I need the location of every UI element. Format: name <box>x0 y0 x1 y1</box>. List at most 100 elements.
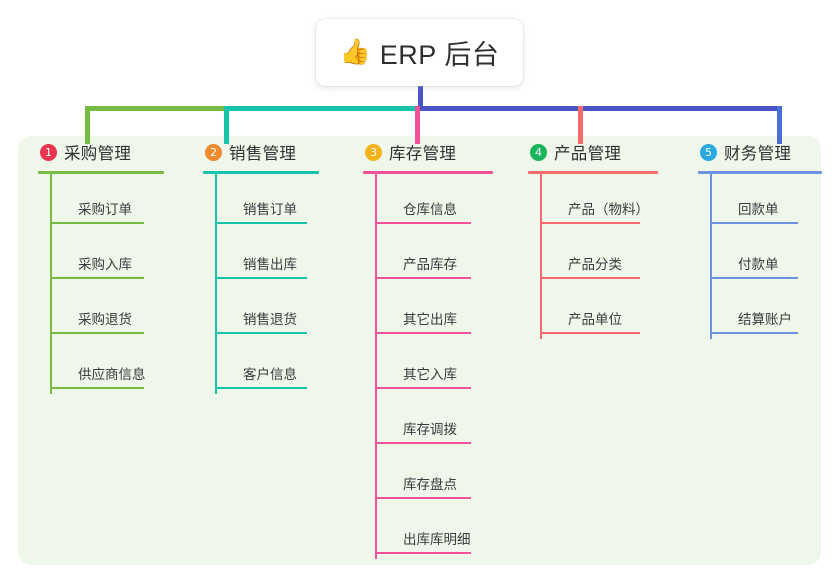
branch-title-label: 产品管理 <box>554 145 622 163</box>
branch-header-rule <box>38 171 164 174</box>
branch-item-label: 供应商信息 <box>78 367 146 382</box>
thumbs-up-icon: 👍 <box>339 38 371 66</box>
branch-header[interactable]: 3 库存管理 <box>363 136 528 168</box>
branch-item-rule <box>52 332 144 334</box>
branch-header-rule <box>528 171 658 174</box>
branch-item-label: 销售退货 <box>243 312 297 327</box>
branch-item[interactable]: 仓库信息 <box>375 174 528 229</box>
branch-item-rule <box>542 277 640 279</box>
branch-header-rule <box>203 171 319 174</box>
branch-item[interactable]: 产品库存 <box>375 229 528 284</box>
connector-drop-1 <box>85 106 90 144</box>
branch-item-rule <box>217 332 307 334</box>
connector-drop-2 <box>224 106 229 144</box>
branch-item-rule <box>542 222 640 224</box>
branch-header[interactable]: 2 销售管理 <box>203 136 358 168</box>
branch-item[interactable]: 产品分类 <box>540 229 693 284</box>
branch-spine <box>50 174 52 394</box>
connector-bus-right <box>418 106 782 111</box>
branch-item-label: 库存调拨 <box>403 422 457 437</box>
branch-item-rule <box>217 387 307 389</box>
branch-item[interactable]: 其它入库 <box>375 339 528 394</box>
branch-item[interactable]: 回款单 <box>710 174 838 229</box>
branch-item[interactable]: 采购入库 <box>50 229 198 284</box>
branch-item[interactable]: 采购退货 <box>50 284 198 339</box>
branches-panel <box>18 136 821 565</box>
branch-item-label: 出库库明细 <box>403 532 471 547</box>
branch-item[interactable]: 销售退货 <box>215 284 358 339</box>
branch-item-list: 采购订单采购入库采购退货供应商信息 <box>38 174 198 394</box>
branch-item[interactable]: 其它出库 <box>375 284 528 339</box>
branch-item-rule <box>377 387 471 389</box>
root-title-card[interactable]: 👍 ERP 后台 <box>316 19 523 86</box>
branch-title-label: 采购管理 <box>64 145 132 163</box>
branch-column-财务管理: 5 财务管理回款单付款单结算账户 <box>698 136 838 339</box>
branch-item-rule <box>377 332 471 334</box>
branch-index-badge: 2 <box>205 143 222 161</box>
branch-header-rule <box>363 171 493 174</box>
branch-columns: 1 采购管理采购订单采购入库采购退货供应商信息 2 销售管理销售订单销售出库销售退货客… <box>18 136 822 565</box>
branch-item-label: 客户信息 <box>243 367 297 382</box>
branch-column-采购管理: 1 采购管理采购订单采购入库采购退货供应商信息 <box>38 136 198 394</box>
branch-item[interactable]: 采购订单 <box>50 174 198 229</box>
connector-stem <box>418 84 423 110</box>
root-title-label: ERP 后台 <box>379 40 500 70</box>
branch-header[interactable]: 5 财务管理 <box>698 136 838 168</box>
branch-item-label: 采购入库 <box>78 257 132 272</box>
branch-spine <box>540 174 542 339</box>
branch-item-label: 付款单 <box>738 257 779 272</box>
branch-item-rule <box>52 222 144 224</box>
branch-item[interactable]: 结算账户 <box>710 284 838 339</box>
branch-title-label: 库存管理 <box>389 145 457 163</box>
branch-item[interactable]: 出库库明细 <box>375 504 528 559</box>
branch-index-badge: 1 <box>40 143 57 161</box>
branch-item[interactable]: 产品单位 <box>540 284 693 339</box>
branch-item-label: 其它出库 <box>403 312 457 327</box>
branch-item-label: 销售出库 <box>243 257 297 272</box>
branch-item-rule <box>377 222 471 224</box>
branch-item-list: 产品（物料） 产品分类产品单位 <box>528 174 693 339</box>
branch-item-label: 其它入库 <box>403 367 457 382</box>
branch-column-产品管理: 4 产品管理产品（物料） 产品分类产品单位 <box>528 136 693 339</box>
branch-column-销售管理: 2 销售管理销售订单销售出库销售退货客户信息 <box>203 136 358 394</box>
branch-item-rule <box>377 552 471 554</box>
branch-index-badge: 4 <box>530 143 547 161</box>
branch-column-库存管理: 3 库存管理仓库信息产品库存其它出库其它入库库存调拨库存盘点出库库明细 <box>363 136 528 559</box>
branch-title-label: 销售管理 <box>229 145 297 163</box>
branch-spine <box>215 174 217 394</box>
branch-item-label: 结算账户 <box>738 312 792 327</box>
branch-header[interactable]: 4 产品管理 <box>528 136 693 168</box>
branch-item[interactable]: 销售出库 <box>215 229 358 284</box>
branch-spine <box>710 174 712 339</box>
connector-bus-left <box>85 106 228 111</box>
branch-item[interactable]: 客户信息 <box>215 339 358 394</box>
branch-header-rule <box>698 171 822 174</box>
branch-title-label: 财务管理 <box>724 145 792 163</box>
branch-item[interactable]: 付款单 <box>710 229 838 284</box>
connector-bus-middle <box>226 106 420 111</box>
branch-item-rule <box>542 332 640 334</box>
branch-item-rule <box>217 277 307 279</box>
branch-item-list: 销售订单销售出库销售退货客户信息 <box>203 174 358 394</box>
branch-item-label: 产品分类 <box>568 257 622 272</box>
branch-item[interactable]: 产品（物料） <box>540 174 693 229</box>
branch-item-list: 仓库信息产品库存其它出库其它入库库存调拨库存盘点出库库明细 <box>363 174 528 559</box>
branch-spine <box>375 174 377 559</box>
branch-index-badge: 5 <box>700 143 717 161</box>
branch-item[interactable]: 供应商信息 <box>50 339 198 394</box>
branch-item[interactable]: 库存盘点 <box>375 449 528 504</box>
branch-item[interactable]: 销售订单 <box>215 174 358 229</box>
branch-item-label: 销售订单 <box>243 202 297 217</box>
branch-item-label: 产品单位 <box>568 312 622 327</box>
branch-item-label: 产品库存 <box>403 257 457 272</box>
branch-item-label: 仓库信息 <box>403 202 457 217</box>
branch-item-rule <box>377 442 471 444</box>
connector-drop-4 <box>578 106 583 144</box>
branch-item-rule <box>377 497 471 499</box>
branch-index-badge: 3 <box>365 143 382 161</box>
branch-header[interactable]: 1 采购管理 <box>38 136 198 168</box>
branch-item-list: 回款单付款单结算账户 <box>698 174 838 339</box>
branch-item-rule <box>52 387 144 389</box>
branch-item[interactable]: 库存调拨 <box>375 394 528 449</box>
branch-item-label: 库存盘点 <box>403 477 457 492</box>
